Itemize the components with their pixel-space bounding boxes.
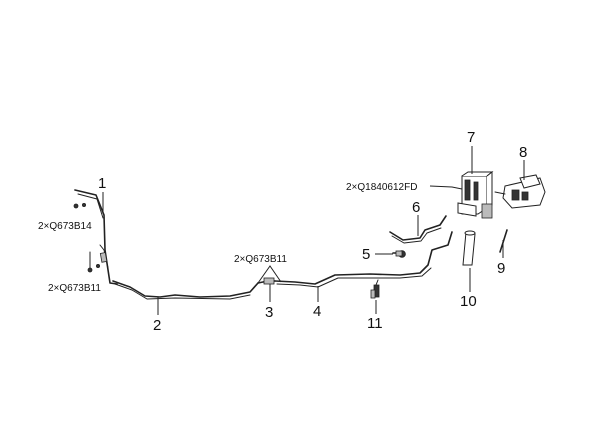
- fastener-label-q673b11-left: 2×Q673B11: [48, 283, 101, 294]
- fastener-label-q673b14: 2×Q673B14: [38, 221, 92, 232]
- fastener-label-q1840612fd: 2×Q1840612FD: [346, 182, 417, 193]
- callout-10: 10: [460, 293, 477, 310]
- part-3-connector: [257, 277, 276, 285]
- part-5-clip: [392, 250, 406, 258]
- callout-1: 1: [98, 175, 106, 192]
- part-6-bent-pipe: [389, 215, 447, 244]
- part-4-middle-pipe: [274, 231, 453, 288]
- callout-6: 6: [412, 199, 420, 216]
- part-11-fitting: [370, 279, 380, 299]
- fastener-labels: 2×Q673B14 2×Q673B11 2×Q673B11 2×Q1840612…: [38, 182, 417, 294]
- fastener-screws: [73, 202, 282, 284]
- callout-2: 2: [153, 317, 161, 334]
- callout-7: 7: [467, 129, 475, 146]
- callout-4: 4: [313, 303, 321, 320]
- callout-labels: 1 2 3 4 5 6 7 8 9 10 11: [98, 129, 527, 334]
- part-1-front-pipe: [74, 189, 118, 285]
- callout-8: 8: [519, 144, 527, 161]
- callout-5: 5: [362, 246, 370, 263]
- part-2-lower-pipe: [112, 280, 259, 300]
- callout-9: 9: [497, 260, 505, 277]
- callout-3: 3: [265, 304, 273, 321]
- part-7-canister: [451, 170, 494, 219]
- leader-lines: [102, 146, 525, 315]
- callout-11: 11: [367, 315, 383, 332]
- part-10-hose: [462, 230, 476, 266]
- part-8-bracket: [494, 174, 546, 209]
- fastener-label-q673b11-mid: 2×Q673B11: [234, 254, 287, 265]
